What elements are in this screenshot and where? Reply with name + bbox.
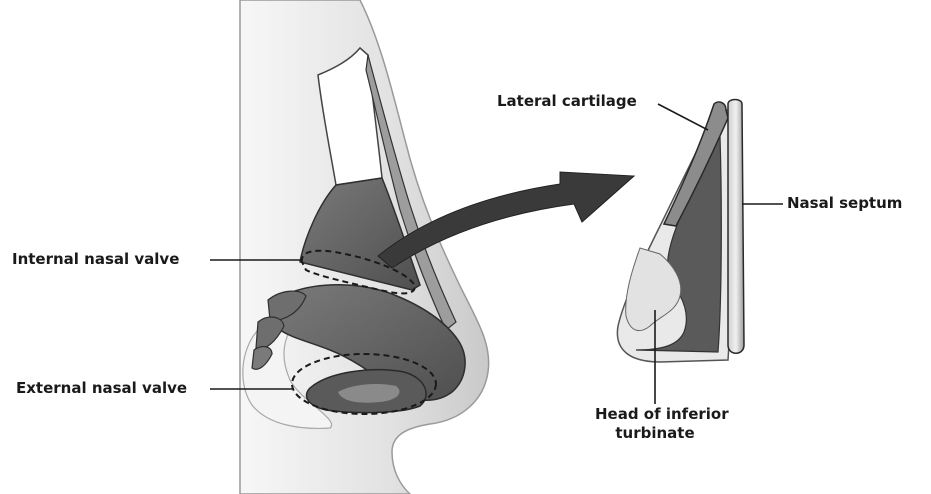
- nasal-cross-section: [617, 100, 744, 363]
- label-lateral-cartilage: Lateral cartilage: [497, 92, 637, 111]
- label-head-of-inferior-turbinate: Head of inferior turbinate: [595, 405, 715, 443]
- label-internal-nasal-valve: Internal nasal valve: [12, 250, 179, 269]
- label-nasal-septum: Nasal septum: [787, 194, 902, 213]
- label-turbinate-line1: Head of inferior: [595, 405, 715, 424]
- nose-side-view: [240, 0, 489, 494]
- leader-lateral-cartilage: [658, 104, 708, 130]
- nasal-septum-strip: [728, 100, 744, 354]
- label-turbinate-line2: turbinate: [595, 424, 715, 443]
- label-external-nasal-valve: External nasal valve: [16, 379, 187, 398]
